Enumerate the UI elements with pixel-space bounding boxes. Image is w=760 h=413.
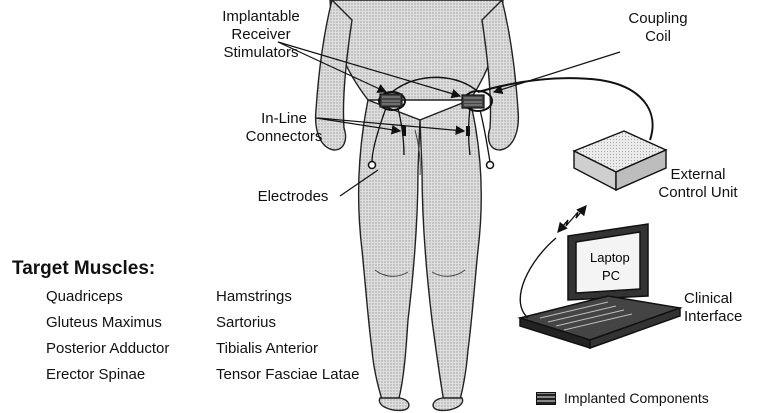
muscle-item: Hamstrings bbox=[216, 288, 292, 306]
target-muscles-heading: Target Muscles: bbox=[12, 258, 155, 280]
left-foot-outline bbox=[379, 398, 409, 410]
laptop-cable bbox=[520, 238, 556, 318]
muscle-item: Tibialis Anterior bbox=[216, 340, 318, 358]
label-coupling-coil: Coupling Coil bbox=[608, 10, 708, 46]
implanted-component-swatch-icon bbox=[536, 392, 556, 405]
right-foot-outline bbox=[433, 398, 463, 410]
muscle-item: Posterior Adductor bbox=[46, 340, 169, 358]
label-clinical-interface: Clinical Interface bbox=[684, 290, 742, 326]
muscle-item: Gluteus Maximus bbox=[46, 314, 162, 332]
laptop-pc bbox=[520, 224, 680, 348]
implanted-stimulator-right bbox=[462, 91, 492, 111]
implanted-stimulator-left bbox=[379, 92, 405, 110]
muscle-item: Erector Spinae bbox=[46, 366, 145, 384]
right-arm-outline bbox=[482, 0, 518, 150]
laptop-screen-line1: Laptop bbox=[590, 250, 630, 265]
torso-outline bbox=[330, 0, 503, 100]
muscle-item: Sartorius bbox=[216, 314, 276, 332]
label-implantable-receiver-stimulators: Implantable Receiver Stimulators bbox=[196, 8, 326, 62]
right-leg-outline bbox=[420, 100, 481, 402]
wireless-link-icon bbox=[558, 206, 586, 232]
muscle-item: Quadriceps bbox=[46, 288, 123, 306]
human-body-figure bbox=[316, 0, 519, 410]
label-electrodes: Electrodes bbox=[248, 188, 338, 206]
label-in-line-connectors: In-Line Connectors bbox=[234, 110, 334, 146]
label-external-control-unit: External Control Unit bbox=[644, 166, 752, 202]
legend: Implanted Components bbox=[536, 390, 709, 406]
muscle-item: Tensor Fasciae Latae bbox=[216, 366, 359, 384]
legend-label: Implanted Components bbox=[564, 390, 709, 406]
left-leg-outline bbox=[359, 100, 420, 402]
laptop-screen-line2: PC bbox=[602, 268, 620, 283]
